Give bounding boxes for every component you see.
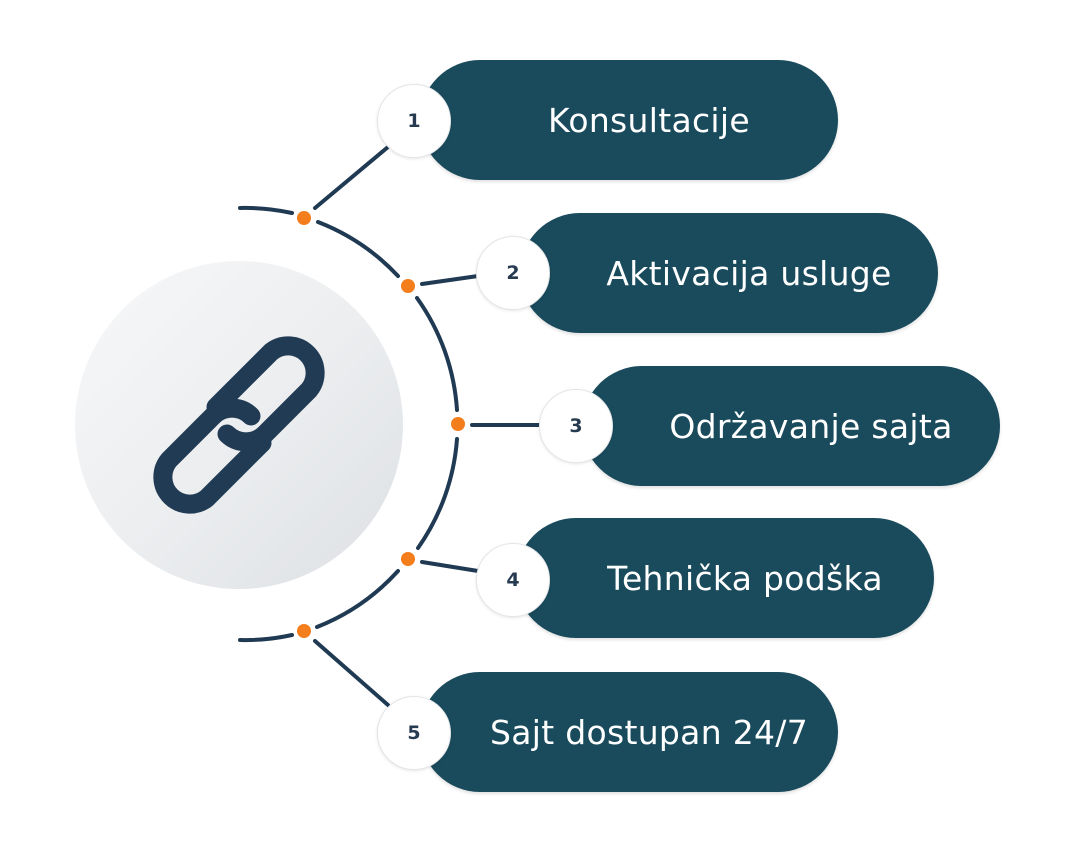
node-dot-5 (297, 624, 311, 638)
step-label: Tehnička podška (607, 558, 883, 598)
step-pill-3: Održavanje sajta (582, 366, 1000, 486)
step-number-badge: 2 (476, 236, 550, 310)
link-chain-icon (153, 336, 325, 514)
arc-segment (415, 296, 459, 412)
arc-segment (315, 569, 400, 629)
spoke-4 (420, 560, 480, 573)
node-dot-2 (401, 279, 415, 293)
node-dot-4 (401, 552, 415, 566)
arc-segment (238, 205, 294, 215)
step-number-badge: 1 (377, 84, 451, 158)
step-number-badge: 3 (539, 389, 613, 463)
step-pill-4: Tehnička podška (516, 518, 934, 638)
hub-circle (75, 261, 403, 589)
step-label: Održavanje sajta (669, 406, 953, 446)
arc-segment (416, 437, 459, 550)
step-pill-2: Aktivacija usluge (520, 213, 938, 333)
spoke-1 (313, 145, 390, 210)
arc-segment (238, 633, 294, 643)
step-number-badge: 5 (377, 696, 451, 770)
step-label: Aktivacija usluge (606, 253, 892, 293)
arc-segment (316, 220, 400, 278)
node-dot-1 (297, 211, 311, 225)
step-label: Sajt dostupan 24/7 (489, 712, 809, 752)
node-dot-3 (451, 417, 465, 431)
step-pill-1: Konsultacije (420, 60, 838, 180)
step-number-badge: 4 (476, 543, 550, 617)
step-pill-5: Sajt dostupan 24/7 (420, 672, 838, 792)
step-label: Konsultacije (548, 100, 750, 140)
spoke-2 (420, 274, 480, 286)
spoke-5 (313, 639, 390, 707)
